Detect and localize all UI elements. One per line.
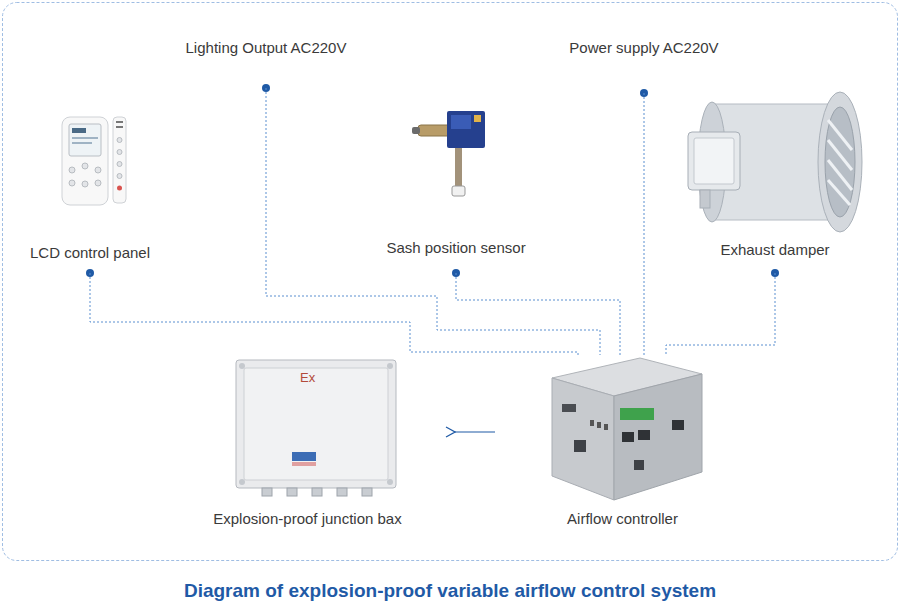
diagram-title: Diagram of explosion-proof variable airf… bbox=[0, 579, 900, 603]
output-label: Lighting Output AC220V bbox=[166, 38, 366, 88]
node-caption: Power supply AC220V bbox=[544, 38, 744, 58]
signal-wire bbox=[666, 273, 775, 355]
device-card: Sash position sensor bbox=[380, 105, 532, 273]
signal-wire bbox=[456, 273, 620, 355]
controller-card: Airflow controller bbox=[540, 355, 705, 530]
marking-label: Ex bbox=[300, 370, 315, 386]
device-card: Exhaust damper bbox=[680, 80, 870, 273]
node-caption: Exhaust damper bbox=[680, 240, 870, 260]
signal-wire bbox=[90, 273, 578, 355]
node-caption: Lighting Output AC220V bbox=[166, 38, 366, 58]
node-caption: LCD control panel bbox=[20, 243, 160, 263]
flow-arrow bbox=[455, 431, 495, 432]
airflow-controller-image bbox=[552, 358, 702, 500]
device-card: LCD control panel bbox=[20, 110, 160, 273]
sash-sensor-image bbox=[412, 111, 485, 196]
signal-wire bbox=[266, 88, 600, 355]
connection-dots bbox=[86, 84, 779, 277]
signal-wire bbox=[644, 93, 645, 355]
lcd-panel-image bbox=[62, 117, 126, 205]
node-caption: Sash position sensor bbox=[380, 238, 532, 258]
node-caption: Airflow controller bbox=[540, 509, 705, 529]
input-label: Power supply AC220V bbox=[544, 38, 744, 93]
exhaust-damper-image bbox=[688, 92, 862, 232]
node-caption: Explosion-proof junction bax bbox=[200, 509, 415, 529]
frame-border bbox=[3, 3, 898, 561]
junction-box-image bbox=[236, 360, 396, 496]
